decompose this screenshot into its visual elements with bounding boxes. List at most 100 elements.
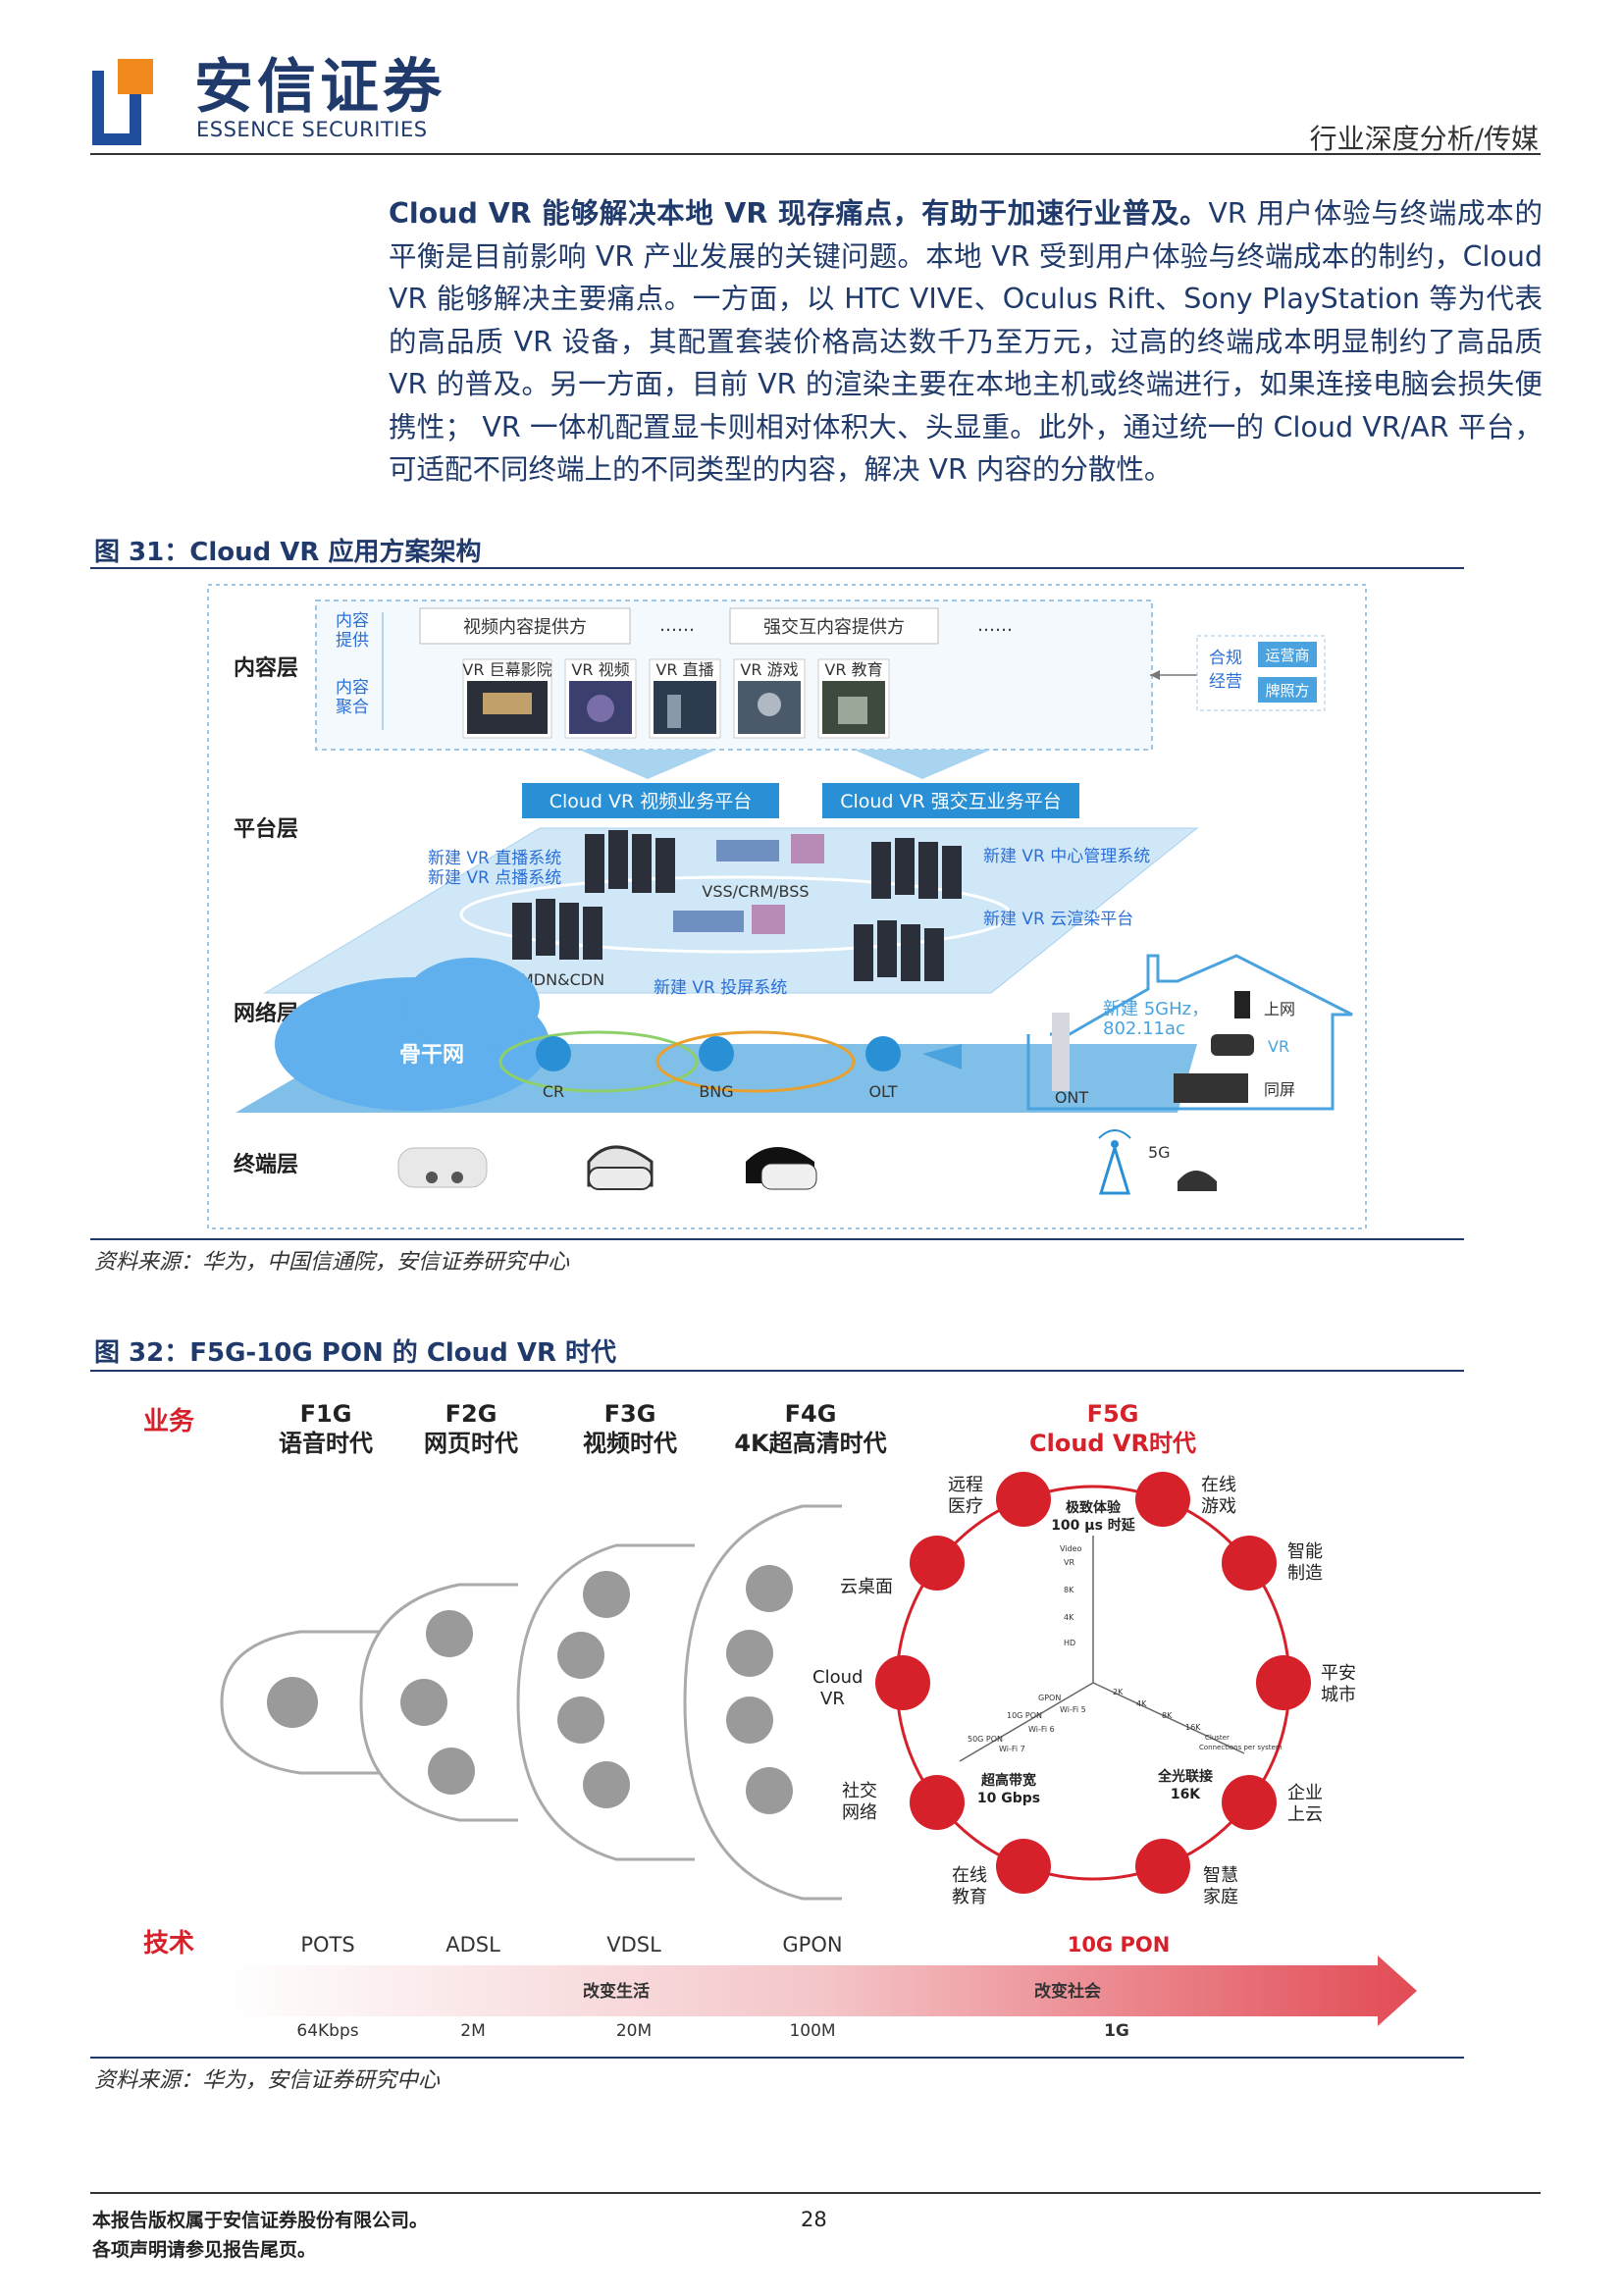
k-label-2k: 2K xyxy=(1113,1688,1124,1696)
thumb-label-video: VR 视频 xyxy=(571,660,629,679)
fig31-top-rule xyxy=(90,567,1464,569)
k-label-4k: 4K xyxy=(1136,1699,1147,1708)
remote-medical-icon xyxy=(996,1472,1051,1527)
thumb-label-live: VR 直播 xyxy=(655,660,713,679)
email-icon xyxy=(428,1748,475,1795)
video-provider-box: 视频内容提供方 xyxy=(463,617,587,638)
vr-label: VR xyxy=(1268,1037,1289,1056)
page-number: 28 xyxy=(801,2208,827,2231)
ring-label-cloudvr-1: Cloud xyxy=(812,1667,863,1688)
5g-tower-icon xyxy=(1098,1129,1131,1195)
platform-interactive-button: Cloud VR 强交互业务平台 xyxy=(840,791,1062,812)
fig32-source: 资料来源：华为，安信证券研究中心 xyxy=(94,2068,441,2093)
backbone-label: 骨干网 xyxy=(399,1043,464,1068)
era-gen-f3g: F3G xyxy=(604,1400,656,1428)
ring-label-social-2: 网络 xyxy=(842,1802,877,1823)
provider-dots-2: …… xyxy=(977,615,1013,636)
footer-copyright: 本报告版权属于安信证券股份有限公司。 xyxy=(92,2210,429,2231)
intro-paragraph: Cloud VR 能够解决本地 VR 现存痛点，有助于加速行业普及。VR 用户体… xyxy=(389,192,1543,492)
wifi-std-label: 802.11ac xyxy=(1103,1018,1185,1039)
cluster-label: Cluster xyxy=(1205,1734,1230,1742)
ring-label-desktop: 云桌面 xyxy=(840,1577,893,1597)
center-connect-val: 16K xyxy=(1171,1787,1201,1802)
ring-label-manufacturing-1: 智能 xyxy=(1287,1541,1323,1562)
internet-label: 上网 xyxy=(1264,1000,1295,1018)
speed-10gpon: 1G xyxy=(1104,2021,1129,2041)
five-g-label: 5G xyxy=(1148,1143,1171,1162)
smart-manufacturing-icon xyxy=(1222,1536,1277,1591)
speed-gpon: 100M xyxy=(789,2021,835,2041)
axis-video: Video xyxy=(1060,1544,1082,1553)
pon-label-50g: 50G PON xyxy=(968,1735,1003,1744)
era-gen-f1g: F1G xyxy=(300,1400,352,1428)
change-society-label: 改变社会 xyxy=(1034,1981,1101,2002)
ring-label-education-2: 教育 xyxy=(952,1887,987,1907)
cloud-desktop-icon xyxy=(910,1536,965,1591)
wifi-label-7: Wi-Fi 7 xyxy=(999,1745,1025,1753)
ring-label-medical-1: 远程 xyxy=(948,1475,983,1495)
olt-router-icon xyxy=(865,1036,901,1071)
ring-label-enterprise-1: 企业 xyxy=(1287,1783,1323,1803)
evolution-arrow xyxy=(224,1956,1417,2026)
tv-icon xyxy=(1174,1073,1248,1103)
tech-adsl: ADSL xyxy=(445,1933,500,1957)
thumb-label-game: VR 游戏 xyxy=(740,660,798,679)
era-gen-f4g: F4G xyxy=(785,1400,837,1428)
k-label-16k: 16K xyxy=(1185,1723,1201,1732)
ring-label-social-1: 社交 xyxy=(842,1781,877,1801)
ring-label-city-2: 城市 xyxy=(1321,1685,1356,1705)
browser-icon xyxy=(400,1679,447,1726)
switch-icon xyxy=(673,834,824,934)
era-gen-f2g: F2G xyxy=(445,1400,497,1428)
center-bandwidth-val: 10 Gbps xyxy=(977,1791,1040,1806)
bng-label: BNG xyxy=(699,1082,733,1101)
layer-label-platform: 平台层 xyxy=(234,816,298,842)
platform-video-button: Cloud VR 视频业务平台 xyxy=(550,791,753,812)
center-bandwidth: 超高带宽 xyxy=(980,1772,1036,1789)
brand-name-cn: 安信证券 xyxy=(194,53,445,122)
operator-badge: 运营商 xyxy=(1265,647,1309,664)
fig31-bottom-rule xyxy=(90,1238,1464,1240)
center-latency: 100 μs 时延 xyxy=(1051,1517,1136,1534)
ring-label-home-1: 智慧 xyxy=(1203,1865,1238,1886)
brand-logo-icon xyxy=(92,59,153,145)
browser-icon xyxy=(726,1630,773,1677)
cloud-render-platform: 新建 VR 云渲染平台 xyxy=(983,910,1133,929)
tech-10gpon: 10G PON xyxy=(1068,1933,1171,1957)
vss-crm-bss: VSS/CRM/BSS xyxy=(702,882,809,901)
email-icon xyxy=(726,1696,773,1744)
online-education-icon xyxy=(996,1839,1051,1894)
thumb-label-cinema: VR 巨幕影院 xyxy=(462,660,551,679)
browser-icon xyxy=(557,1632,604,1679)
footer-divider xyxy=(90,2192,1541,2194)
compliance-2: 经营 xyxy=(1209,672,1242,692)
fig31-architecture-diagram: 内容层 平台层 网络层 终端层 内容 提供 内容 聚合 视频内容提供方 …… 强… xyxy=(207,584,1367,1229)
server-rack-icon xyxy=(512,830,962,981)
wifi-label-6: Wi-Fi 6 xyxy=(1028,1725,1055,1734)
layer-label-content: 内容层 xyxy=(234,655,298,681)
compliance-1: 合规 xyxy=(1209,649,1242,668)
change-life-label: 改变生活 xyxy=(583,1981,650,2002)
tech-vdsl: VDSL xyxy=(606,1933,661,1957)
enterprise-cloud-icon xyxy=(1222,1775,1277,1830)
pon-label-gpon: GPON xyxy=(1038,1694,1061,1702)
speed-vdsl: 20M xyxy=(616,2021,652,2041)
headset-icons xyxy=(397,1145,817,1190)
era-icons xyxy=(267,1565,793,1814)
online-game-icon xyxy=(1135,1472,1190,1527)
brand-name-en: ESSENCE SECURITIES xyxy=(196,118,428,141)
cluster-label-2: Connections per system xyxy=(1199,1744,1283,1751)
era-name-f5g: Cloud VR时代 xyxy=(1029,1430,1196,1457)
social-network-icon xyxy=(910,1775,965,1830)
axis-4k: 4K xyxy=(1064,1613,1074,1622)
cr-router-icon xyxy=(536,1036,571,1071)
new-vod-system: 新建 VR 点播系统 xyxy=(428,868,561,888)
center-experience: 极致体验 xyxy=(1066,1499,1122,1516)
vr-headset-icon xyxy=(1211,1034,1254,1056)
video-icon xyxy=(583,1761,630,1808)
intro-lead: Cloud VR 能够解决本地 VR 现存痛点，有助于加速行业普及。 xyxy=(389,197,1209,230)
ring-label-manufacturing-2: 制造 xyxy=(1287,1563,1323,1584)
licensee-badge: 牌照方 xyxy=(1265,682,1309,700)
standalone-headset-icon xyxy=(1178,1171,1217,1191)
layer-label-terminal: 终端层 xyxy=(234,1152,298,1177)
